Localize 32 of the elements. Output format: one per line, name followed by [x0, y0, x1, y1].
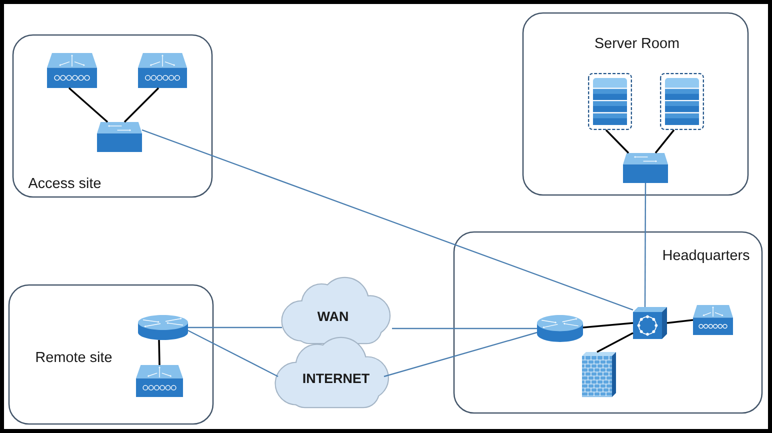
connector-line [596, 332, 634, 353]
connector-line [142, 129, 634, 311]
connector-line [582, 322, 634, 328]
group-box: Server Room [522, 12, 749, 196]
switch-icon [47, 53, 97, 88]
connector-line [654, 129, 675, 154]
switch-icon [136, 365, 183, 397]
connector-line [605, 129, 630, 154]
switch-icon [693, 305, 733, 335]
cloud: WAN [281, 276, 391, 344]
connector-line [384, 332, 538, 378]
group-box: Headquarters [453, 231, 763, 414]
group-box: Remote site [8, 284, 214, 425]
switch-icon [623, 153, 668, 183]
connector-line [644, 183, 646, 307]
connector-line [68, 87, 108, 123]
connector-line [392, 328, 537, 330]
cloud: INTERNET [274, 336, 389, 408]
switch-icon [633, 307, 667, 339]
connector-line [188, 326, 282, 328]
connector-line [188, 330, 278, 378]
firewall-icon [582, 352, 616, 397]
router-icon [138, 315, 188, 340]
switch-icon [97, 122, 142, 152]
connector-line [158, 340, 160, 365]
server-icon [660, 73, 704, 130]
router-icon [537, 315, 583, 342]
connector-line [124, 87, 160, 123]
group-box: Access site [12, 34, 213, 198]
connector-line [666, 319, 694, 324]
server-icon [588, 73, 632, 130]
switch-icon [138, 53, 187, 88]
